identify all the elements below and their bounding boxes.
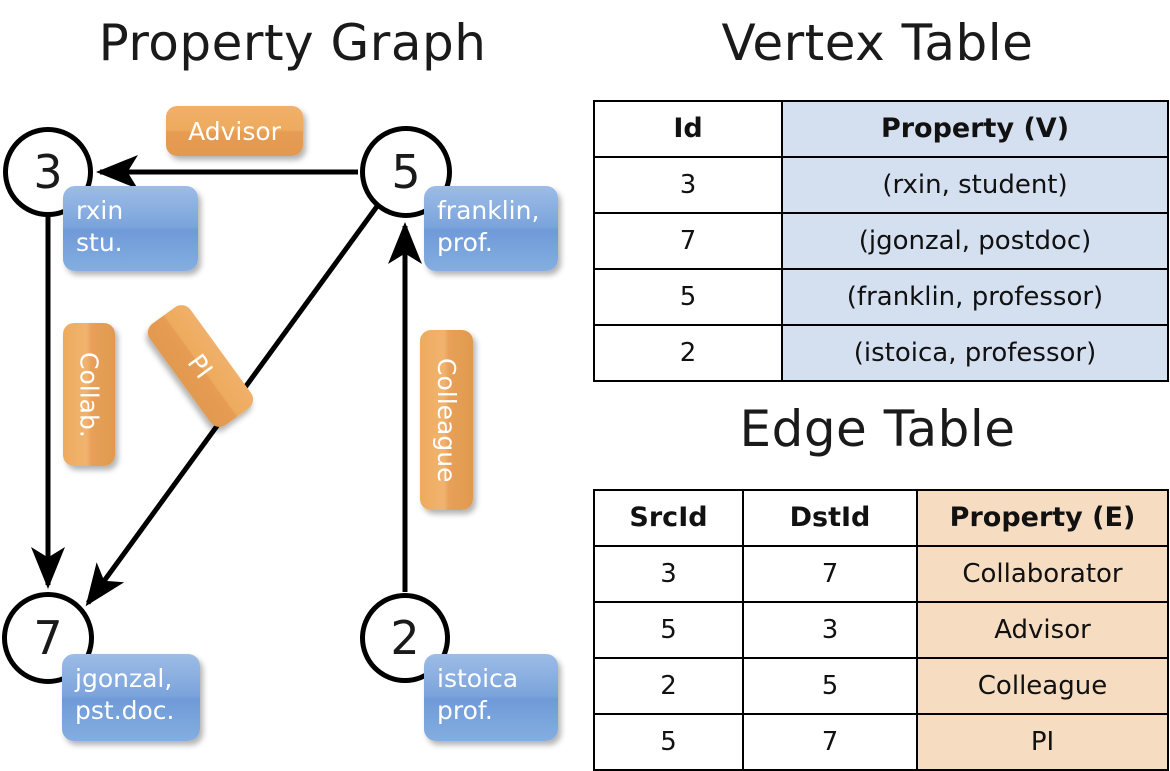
edge-row-2-dst: 5 bbox=[742, 657, 918, 715]
edge-table-header-srcid: SrcId bbox=[593, 489, 744, 547]
vertex-row-1-property: (jgonzal, postdoc) bbox=[781, 212, 1169, 270]
vertex-property-box-3: rxin stu. bbox=[63, 186, 198, 271]
table-row: 5 7 PI bbox=[593, 713, 1169, 771]
vertex-row-2-id: 5 bbox=[593, 268, 783, 326]
vertex-row-0-id: 3 bbox=[593, 156, 783, 214]
vertex-table-header-property: Property (V) bbox=[781, 100, 1169, 158]
graph-node-3-label: 3 bbox=[33, 145, 63, 199]
vertex-table-header-row: Id Property (V) bbox=[593, 100, 1169, 158]
edge-row-3-dst: 7 bbox=[742, 713, 918, 771]
edge-table-header-dstid: DstId bbox=[742, 489, 918, 547]
vertex-row-0-property: (rxin, student) bbox=[781, 156, 1169, 214]
edge-row-1-property: Advisor bbox=[916, 601, 1169, 659]
table-row: 2 (istoica, professor) bbox=[593, 324, 1169, 382]
table-row: 5 3 Advisor bbox=[593, 601, 1169, 659]
graph-node-7-label: 7 bbox=[33, 611, 63, 665]
edge-row-2-property: Colleague bbox=[916, 657, 1169, 715]
edge-row-0-property: Collaborator bbox=[916, 545, 1169, 603]
vertex-row-3-property: (istoica, professor) bbox=[781, 324, 1169, 382]
edge-table-header-row: SrcId DstId Property (E) bbox=[593, 489, 1169, 547]
edge-row-0-src: 3 bbox=[593, 545, 744, 603]
edge-row-1-src: 5 bbox=[593, 601, 744, 659]
page-title-vertex-table: Vertex Table bbox=[721, 14, 1034, 72]
edge-row-2-src: 2 bbox=[593, 657, 744, 715]
edge-row-3-src: 5 bbox=[593, 713, 744, 771]
edge-row-1-dst: 3 bbox=[742, 601, 918, 659]
graph-node-5[interactable]: 5 bbox=[360, 126, 452, 218]
table-row: 3 7 Collaborator bbox=[593, 545, 1169, 603]
vertex-table-header-id: Id bbox=[593, 100, 783, 158]
page-title-property-graph: Property Graph bbox=[98, 14, 487, 72]
vertex-row-1-id: 7 bbox=[593, 212, 783, 270]
vertex-table: Id Property (V) 3 (rxin, student) 7 (jgo… bbox=[593, 100, 1169, 382]
graph-node-5-label: 5 bbox=[391, 145, 421, 199]
edge-label-advisor: Advisor bbox=[166, 106, 303, 156]
vertex-property-box-2: istoica prof. bbox=[424, 654, 558, 741]
vertex-property-box-7: jgonzal, pst.doc. bbox=[62, 654, 200, 741]
edge-label-colleague: Colleague bbox=[420, 330, 473, 510]
table-row: 3 (rxin, student) bbox=[593, 156, 1169, 214]
graph-node-2-label: 2 bbox=[390, 611, 420, 665]
table-row: 7 (jgonzal, postdoc) bbox=[593, 212, 1169, 270]
edge-table-header-property: Property (E) bbox=[916, 489, 1169, 547]
table-row: 5 (franklin, professor) bbox=[593, 268, 1169, 326]
graph-node-2[interactable]: 2 bbox=[360, 593, 450, 683]
edge-label-collab: Collab. bbox=[63, 323, 115, 466]
vertex-property-box-5: franklin, prof. bbox=[424, 186, 558, 271]
edge-row-3-property: PI bbox=[916, 713, 1169, 771]
edge-row-0-dst: 7 bbox=[742, 545, 918, 603]
edge-table: SrcId DstId Property (E) 3 7 Collaborato… bbox=[593, 489, 1169, 771]
vertex-row-3-id: 2 bbox=[593, 324, 783, 382]
table-row: 2 5 Colleague bbox=[593, 657, 1169, 715]
property-graph-diagram: 3 5 7 2 rxin stu. franklin, prof. jgonza… bbox=[0, 0, 585, 760]
vertex-row-2-property: (franklin, professor) bbox=[781, 268, 1169, 326]
page-title-edge-table: Edge Table bbox=[739, 400, 1016, 458]
